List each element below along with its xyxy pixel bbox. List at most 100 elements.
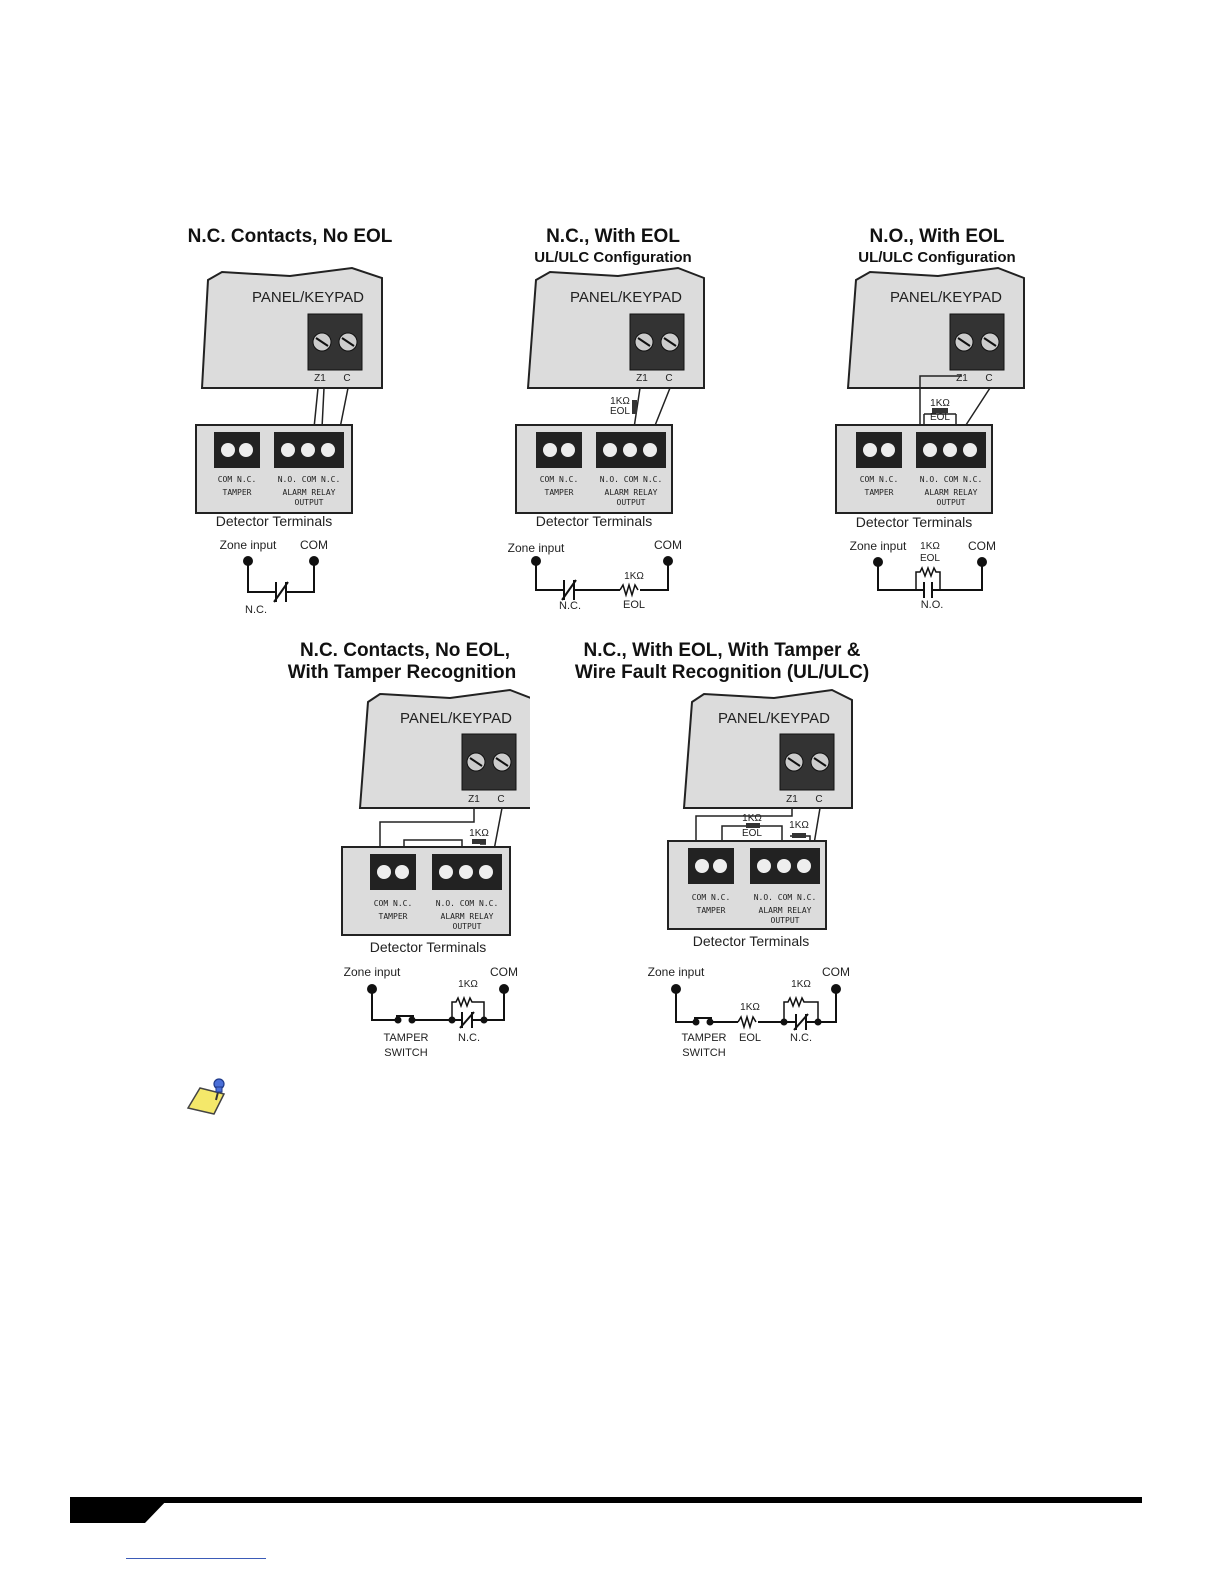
detector-label: Detector Terminals	[856, 514, 972, 530]
schem-switch: SWITCH	[384, 1047, 427, 1059]
resistor-2	[792, 833, 806, 838]
wire	[919, 375, 991, 429]
schem-eol: EOL	[739, 1032, 761, 1044]
tamper-label: TAMPER	[865, 488, 894, 497]
relay-terms: N.O. COM N.C.	[754, 893, 817, 902]
term-c: C	[497, 794, 504, 805]
relay-output: OUTPUT	[771, 916, 800, 925]
resistor2-label: 1KΩ	[789, 820, 809, 831]
relay-terms: N.O. COM N.C.	[600, 475, 663, 484]
schem-resistor: 1KΩ	[920, 541, 940, 552]
relay-block	[750, 848, 820, 884]
schem-resistor-eol: 1KΩ	[740, 1002, 760, 1013]
schem-left: Zone input	[220, 538, 277, 552]
diagram-title: N.C., With EOL, With Tamper &	[584, 640, 861, 661]
tamper-block	[214, 432, 260, 468]
wire	[313, 387, 349, 429]
tamper-block	[688, 848, 734, 884]
diagram-subtitle: UL/ULC Configuration	[534, 249, 691, 266]
term-z1: Z1	[786, 794, 798, 805]
panel-label: PANEL/KEYPAD	[570, 289, 682, 306]
diagram-subtitle: UL/ULC Configuration	[858, 249, 1015, 266]
tamper-terms: COM N.C.	[540, 475, 579, 484]
diagram-no-with-eol: N.O., With EOL UL/ULC Configuration PANE…	[835, 226, 1025, 611]
schem-no: N.O.	[921, 599, 944, 611]
wire	[379, 807, 503, 851]
diagram-title: N.O., With EOL	[870, 226, 1005, 247]
eol-resistor	[932, 408, 948, 413]
resistor-sub: EOL	[610, 406, 630, 417]
term-z1: Z1	[468, 794, 480, 805]
resistor-label: 1KΩ	[930, 398, 950, 409]
diagram-subtitle: With Tamper Recognition	[288, 662, 517, 683]
diagram-title: N.C. Contacts, No EOL,	[300, 640, 510, 661]
tamper-terms: COM N.C.	[374, 899, 413, 908]
term-z1: Z1	[314, 373, 326, 384]
panel-label: PANEL/KEYPAD	[252, 289, 364, 306]
tamper-terms: COM N.C.	[860, 475, 899, 484]
footer-rule	[70, 1497, 1142, 1503]
relay-label: ALARM RELAY	[283, 488, 336, 497]
relay-block	[596, 432, 666, 468]
diagram-title: N.C. Contacts, No EOL	[188, 226, 393, 247]
schem-nc: N.C.	[245, 604, 267, 616]
diagram-nc-no-eol: N.C. Contacts, No EOL PANEL/KEYPAD Z1 C …	[188, 226, 393, 616]
relay-label: ALARM RELAY	[759, 906, 812, 915]
eol-resistor	[746, 823, 760, 828]
relay-block	[432, 854, 502, 890]
detector-label: Detector Terminals	[693, 933, 809, 949]
relay-block	[274, 432, 344, 468]
panel-label: PANEL/KEYPAD	[890, 289, 1002, 306]
tamper-block	[370, 854, 416, 890]
term-z1: Z1	[956, 373, 968, 384]
tamper-label: TAMPER	[223, 488, 252, 497]
resistor-label: 1KΩ	[610, 396, 630, 407]
schem-nc: N.C.	[458, 1032, 480, 1044]
schematic-circuit	[243, 556, 319, 603]
schem-nc: N.C.	[790, 1032, 812, 1044]
schem-tamper: TAMPER	[383, 1032, 428, 1044]
tamper-label: TAMPER	[697, 906, 726, 915]
resistor-sub: EOL	[930, 412, 950, 423]
resistor-sub: EOL	[742, 828, 762, 839]
panel-label: PANEL/KEYPAD	[400, 710, 512, 727]
resistor-label: 1KΩ	[742, 813, 762, 824]
schematic-circuit	[367, 984, 509, 1029]
term-c: C	[985, 373, 992, 384]
tamper-label: TAMPER	[379, 912, 408, 921]
relay-label: ALARM RELAY	[605, 488, 658, 497]
schem-resistor-nc: 1KΩ	[791, 979, 811, 990]
tamper-label: TAMPER	[545, 488, 574, 497]
tamper-terms: COM N.C.	[692, 893, 731, 902]
panel-label: PANEL/KEYPAD	[718, 710, 830, 727]
schem-tamper: TAMPER	[681, 1032, 726, 1044]
term-c: C	[343, 373, 350, 384]
diagram-title: N.C., With EOL	[546, 226, 680, 247]
diagram-nc-with-eol: N.C., With EOL UL/ULC Configuration PANE…	[508, 226, 705, 612]
resistor	[472, 839, 486, 844]
schem-right: COM	[654, 538, 682, 552]
schem-nc: N.C.	[559, 600, 581, 612]
schem-resistor: 1KΩ	[624, 571, 644, 582]
schem-right: COM	[968, 539, 996, 553]
resistor-label: 1KΩ	[469, 828, 489, 839]
panel-terminal-block	[629, 313, 685, 371]
term-z1: Z1	[636, 373, 648, 384]
detector-label: Detector Terminals	[370, 939, 486, 955]
detector-label: Detector Terminals	[216, 513, 332, 529]
schematic-circuit	[671, 984, 841, 1031]
schematic-circuit	[873, 557, 987, 598]
schematic-circuit	[531, 556, 673, 601]
schem-switch: SWITCH	[682, 1047, 725, 1059]
relay-output: OUTPUT	[937, 498, 966, 507]
footer-tab	[70, 1497, 170, 1523]
relay-terms: N.O. COM N.C.	[920, 475, 983, 484]
schem-left: Zone input	[344, 965, 401, 979]
detector-label: Detector Terminals	[536, 513, 652, 529]
term-c: C	[665, 373, 672, 384]
diagram-nc-eol-tamper-wire: N.C., With EOL, With Tamper & Wire Fault…	[575, 640, 869, 1059]
schem-left: Zone input	[508, 541, 565, 555]
relay-terms: N.O. COM N.C.	[278, 475, 341, 484]
wire	[633, 387, 671, 429]
relay-output: OUTPUT	[453, 922, 482, 931]
